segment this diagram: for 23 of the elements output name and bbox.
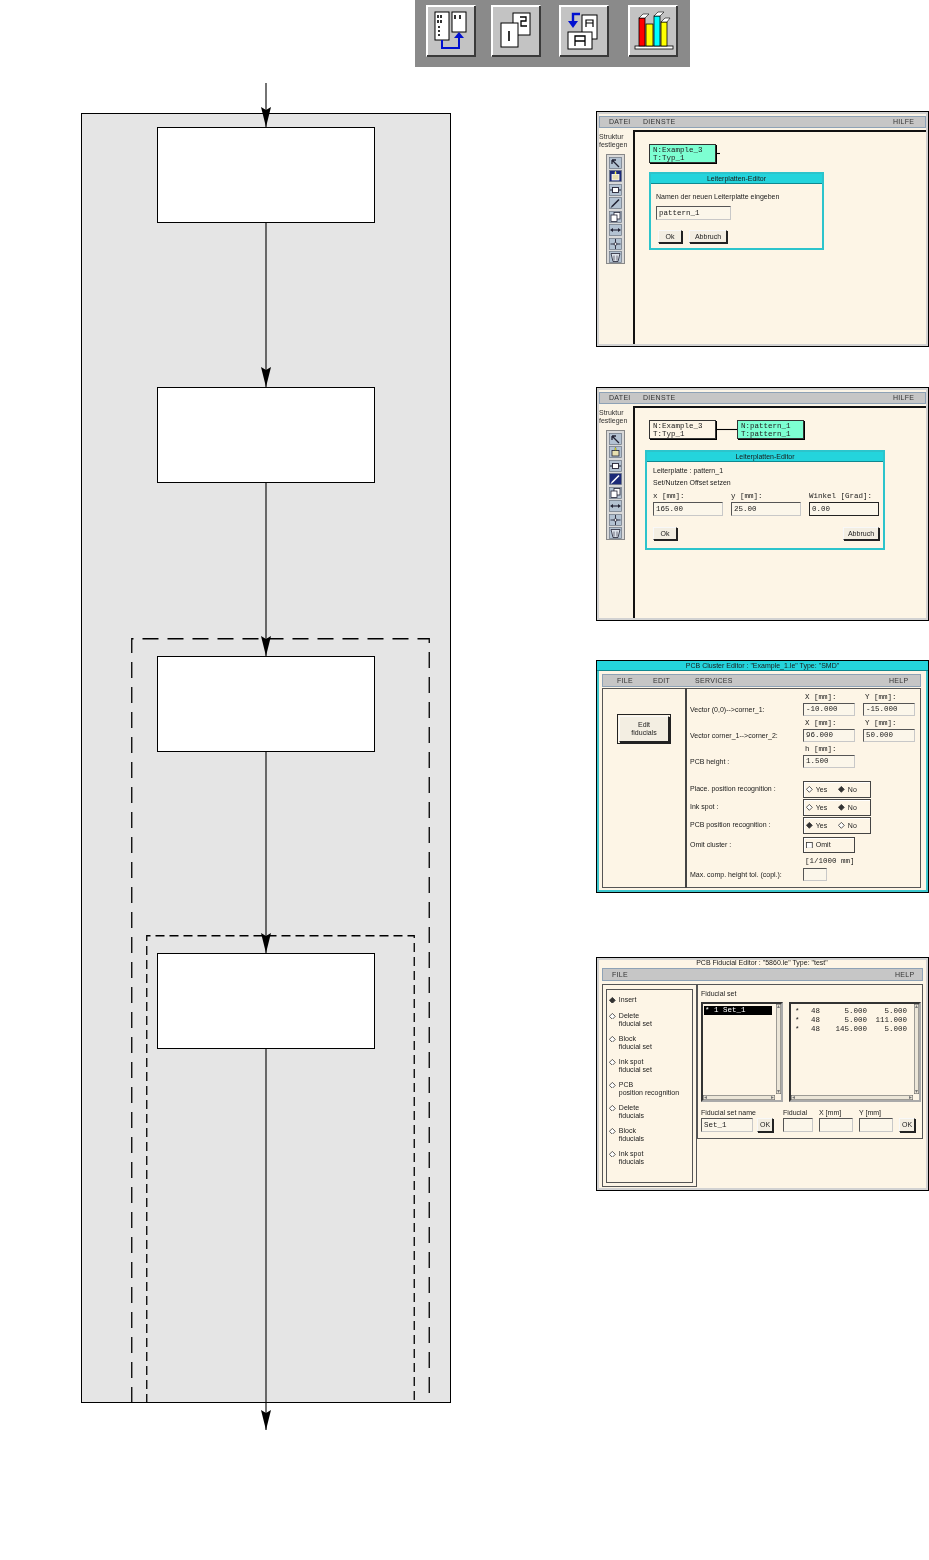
- arrow: [261, 222, 271, 388]
- panel: [81, 113, 451, 1403]
- process-box: [157, 387, 375, 483]
- arrow: [261, 82, 271, 128]
- arrow: [261, 751, 271, 954]
- process-box: [157, 656, 375, 752]
- process-box: [157, 953, 375, 1049]
- editor-window: [596, 957, 929, 1191]
- arrow: [261, 482, 271, 657]
- app-window: [596, 111, 929, 347]
- editor-window: [596, 660, 929, 893]
- process-box: [157, 127, 375, 223]
- tree-node-box: [737, 420, 804, 439]
- dialog-window: [649, 172, 824, 250]
- connector-line: [715, 152, 721, 155]
- dashed-frame: [146, 935, 415, 1403]
- tree-node-box: [649, 144, 716, 163]
- tree-node-box: [649, 420, 716, 439]
- connector-line: [715, 428, 738, 431]
- dialog-window: [645, 450, 885, 550]
- app-window: [596, 387, 929, 621]
- arrow: [261, 1048, 271, 1431]
- dashed-frame: [131, 638, 430, 1403]
